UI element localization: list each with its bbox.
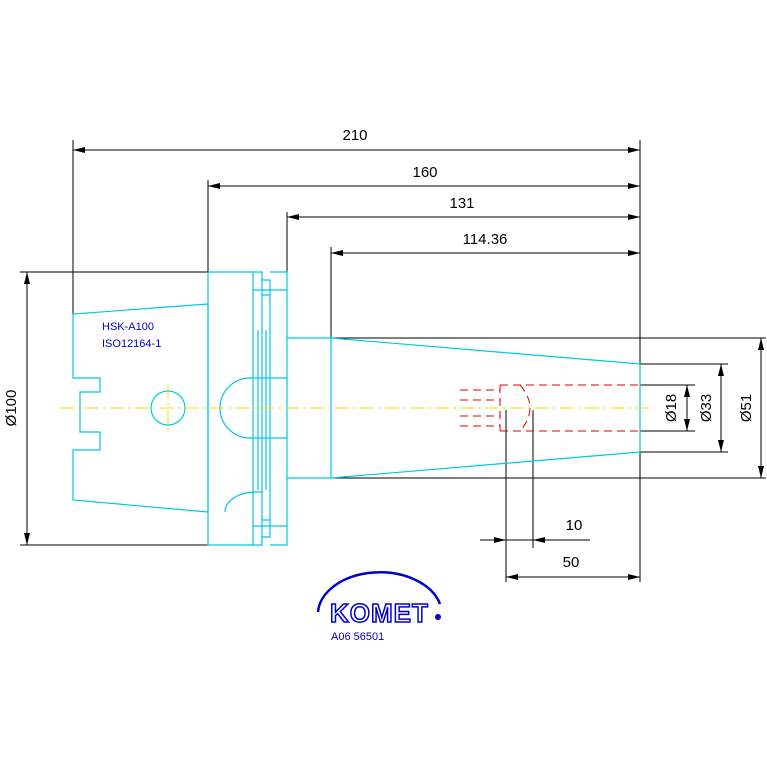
dimension-160: 160 (207, 164, 640, 272)
dim-label-dia-33: Ø33 (698, 394, 715, 422)
dimension-dia-18: Ø18 (640, 384, 695, 432)
logo-text: KOMET (330, 598, 429, 628)
standard-label-hsk: HSK-A100 (102, 321, 154, 333)
dimension-50: 50 (506, 554, 640, 580)
dimension-dia-33: Ø33 (640, 363, 728, 453)
dim-label-dia-18: Ø18 (663, 394, 680, 422)
dim-label-160: 160 (412, 164, 437, 181)
hsk-shank (72, 303, 209, 513)
dim-label-131: 131 (449, 195, 474, 212)
dim-label-dia-100: Ø100 (3, 390, 20, 427)
dim-label-114-36: 114.36 (463, 231, 508, 248)
groove-slot (219, 377, 287, 439)
dimension-dia-51: Ø51 (331, 337, 766, 479)
dim-label-10: 10 (566, 517, 583, 534)
part-number: A06 56501 (331, 631, 384, 643)
dimension-131: 131 (286, 195, 640, 272)
dimension-210: 210 (72, 127, 640, 318)
logo-arc (316, 571, 442, 613)
dim-label-50: 50 (563, 554, 580, 571)
standard-label-iso: ISO12164-1 (102, 338, 161, 350)
komet-logo: KOMET (316, 571, 442, 629)
hidden-bore (460, 384, 640, 432)
dim-label-dia-51: Ø51 (738, 394, 755, 422)
dimension-dia-100: Ø100 (3, 271, 208, 546)
dim-label-210: 210 (342, 127, 367, 144)
lower-groove (224, 491, 262, 513)
logo-dot (435, 614, 441, 620)
dimension-10: 10 (480, 410, 590, 582)
dimension-114-36: 114.36 (330, 231, 640, 338)
